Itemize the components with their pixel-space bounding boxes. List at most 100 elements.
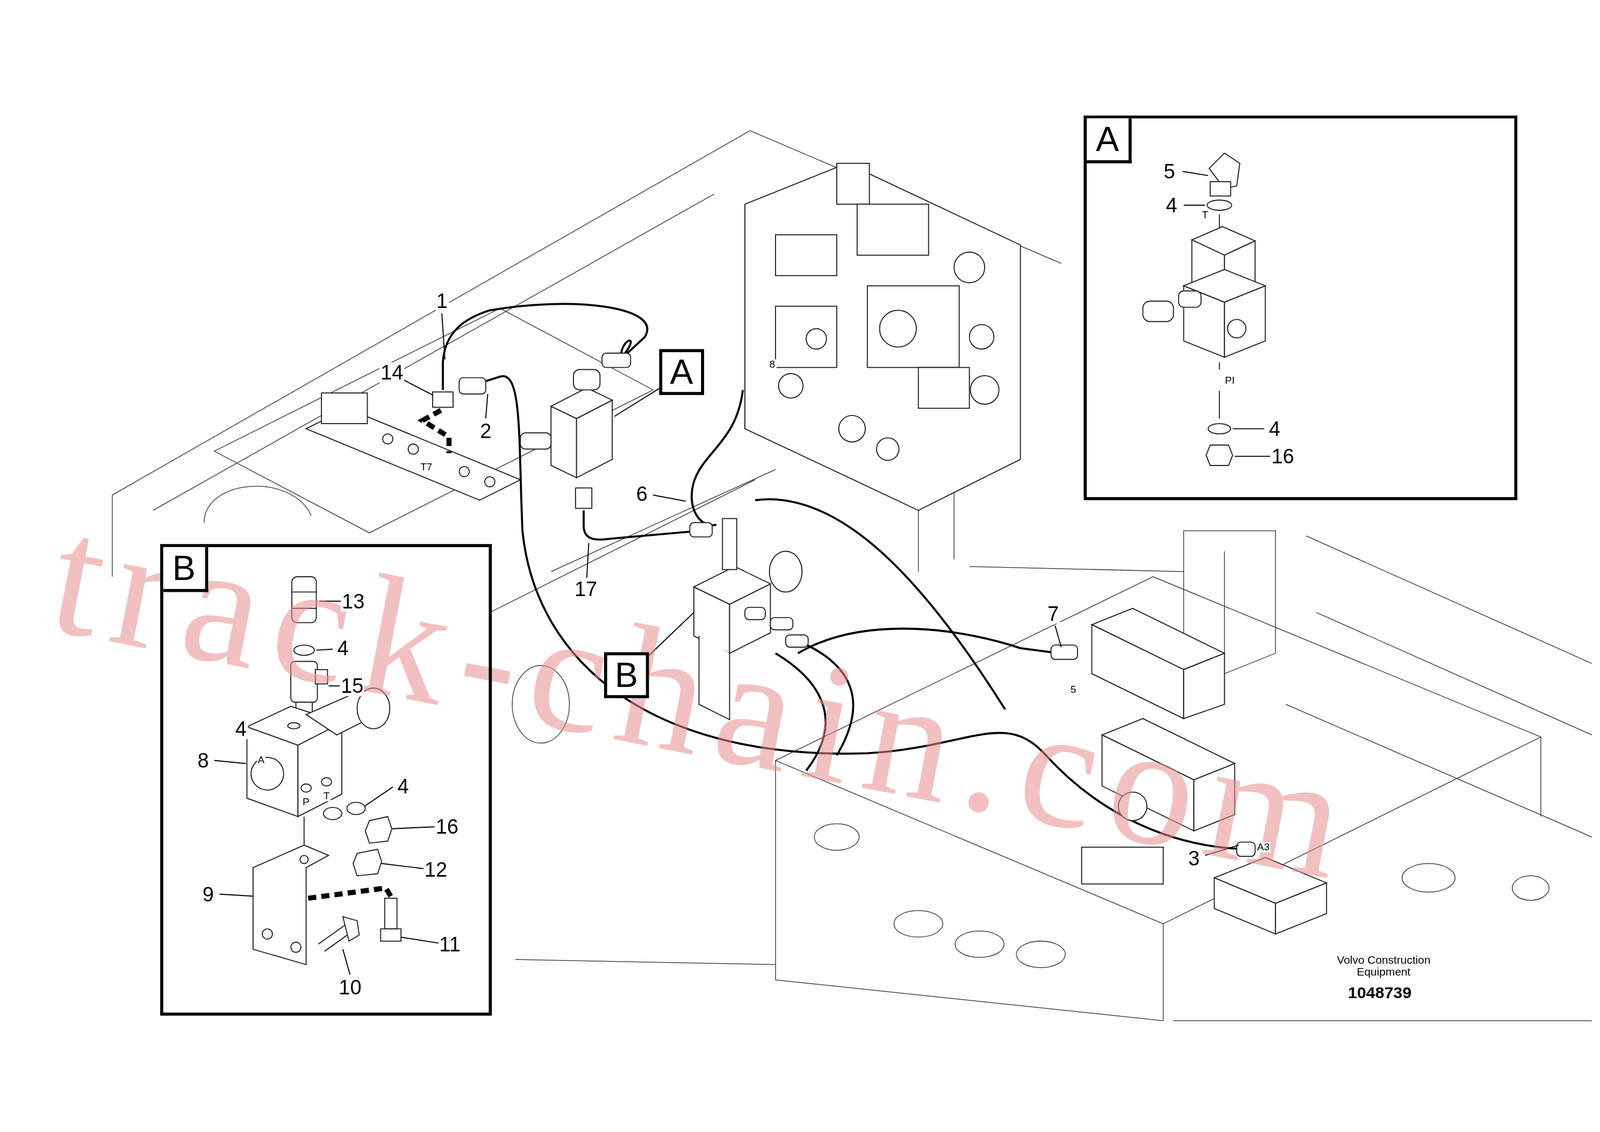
leader-line — [1234, 455, 1272, 457]
control-valve — [778, 373, 804, 399]
valve-a — [601, 353, 631, 368]
inset-b-parts — [347, 802, 366, 815]
figure-number: 1048739 — [1347, 985, 1412, 1002]
inset-b-parts — [299, 855, 308, 864]
inset-a-parts — [1142, 300, 1174, 322]
background-structure — [1016, 941, 1066, 968]
inset-b-parts — [365, 816, 392, 843]
port-label: T — [322, 791, 331, 802]
valve-a — [520, 432, 551, 449]
port-label: 5 — [1069, 684, 1078, 695]
leader-line — [399, 936, 439, 943]
detail-callout: A — [658, 348, 705, 396]
inset-b-parts — [321, 777, 332, 786]
inset-b-parts — [323, 807, 342, 820]
tank-manifold — [306, 391, 521, 500]
tank-line — [422, 410, 449, 454]
valve-a — [458, 353, 631, 509]
background-structure — [814, 823, 860, 850]
right-valves — [1051, 644, 1078, 660]
callout-number: 16 — [1270, 446, 1296, 467]
valve-a — [458, 377, 486, 394]
callout-number: 6 — [635, 483, 649, 505]
leader-line — [342, 949, 350, 975]
control-valve — [953, 252, 985, 283]
port-label: PI — [1223, 375, 1236, 386]
background-structure — [1512, 875, 1549, 901]
inset-b-parts — [342, 916, 360, 942]
control-valve — [836, 163, 870, 205]
inset-a-parts — [1210, 181, 1231, 197]
control-valve — [806, 328, 827, 349]
valve-a — [575, 488, 592, 509]
callout-number: 10 — [337, 976, 363, 997]
tank-manifold — [458, 466, 470, 477]
inset-a-parts — [1208, 423, 1231, 434]
control-valve — [969, 324, 995, 350]
inset-b-parts — [380, 928, 401, 942]
inset-b-parts — [290, 942, 301, 953]
port-label: P — [301, 797, 311, 808]
leader-line — [1182, 171, 1208, 176]
hoses — [442, 303, 648, 390]
leader-line — [214, 760, 247, 764]
leader-line — [1055, 625, 1061, 648]
port-label: 8 — [768, 359, 777, 370]
inset-ground — [1083, 115, 1518, 501]
valve-b — [769, 550, 803, 592]
callout-number: 15 — [339, 675, 365, 697]
leader-line — [441, 313, 446, 360]
tank-line — [307, 887, 391, 899]
inset-a-parts — [1206, 445, 1233, 466]
inset-b-parts — [250, 757, 284, 791]
background-structure — [955, 930, 1004, 958]
callout-number: 9 — [201, 884, 215, 905]
callout-number: 4 — [1267, 418, 1282, 440]
port-label: A3 — [1256, 842, 1271, 853]
valve-a — [573, 369, 600, 390]
inset-b-parts — [384, 898, 398, 929]
valve-a — [550, 388, 613, 419]
callout-number: 11 — [438, 934, 462, 955]
control-valve — [744, 163, 1021, 511]
maker-name: Volvo Construction Equipment — [1322, 952, 1446, 979]
hoses — [583, 510, 700, 540]
tank-manifold — [407, 443, 419, 455]
control-valve — [775, 306, 837, 368]
callout-number: 14 — [379, 362, 405, 383]
port-label: T7 — [419, 462, 434, 473]
inset-a-parts — [1142, 153, 1266, 466]
leader-line — [403, 379, 433, 395]
valve-b — [693, 566, 771, 605]
callout-number: 17 — [573, 578, 599, 600]
callout-number: 4 — [234, 718, 248, 739]
control-valve — [838, 415, 866, 442]
control-valve — [857, 204, 929, 256]
port-label: A — [256, 755, 265, 766]
callout-number: 7 — [1046, 603, 1060, 624]
inset-b-parts — [287, 722, 300, 729]
control-valve — [879, 310, 917, 347]
background-structure — [1540, 736, 1542, 817]
valve-b — [744, 607, 766, 620]
tank-manifold — [321, 392, 368, 424]
background-structure — [1402, 863, 1456, 893]
leader-line — [1232, 428, 1265, 430]
leader-line — [1183, 204, 1205, 206]
control-valve — [775, 234, 837, 276]
tank-manifold — [432, 391, 454, 407]
detail-callout: B — [603, 651, 650, 699]
callout-number: 4 — [336, 637, 350, 659]
leader-line — [364, 786, 393, 807]
leader-line — [586, 542, 590, 578]
inset-a-parts — [1178, 290, 1202, 307]
detail-letter: A — [1086, 118, 1132, 164]
inset-a-parts — [1207, 199, 1232, 211]
inset-b-parts — [353, 849, 382, 876]
leader-line — [614, 388, 660, 417]
valve-b — [689, 522, 713, 537]
callout-number: 13 — [340, 591, 366, 612]
inset-b-parts — [262, 928, 273, 939]
tank-line — [422, 410, 449, 454]
